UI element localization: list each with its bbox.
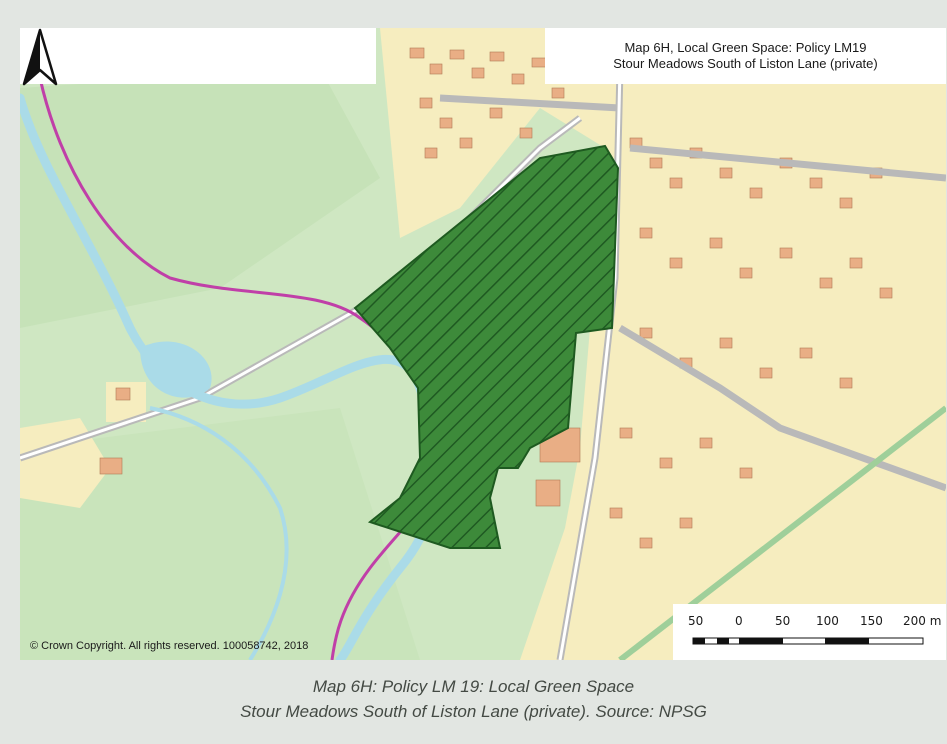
- hamlet-area: [20, 418, 110, 508]
- local-green-space-area[interactable]: [353, 144, 620, 549]
- buildings: [99, 47, 893, 549]
- scale-bar: 50 0 50 100 150 200 m: [673, 604, 946, 660]
- caption-line-2: Stour Meadows South of Liston Lane (priv…: [240, 702, 707, 721]
- scale-label: 50: [775, 614, 791, 628]
- blank-label-box: [20, 28, 376, 84]
- stream: [149, 406, 289, 660]
- field-area: [20, 68, 380, 328]
- map-title-box: Map 6H, Local Green Space: Policy LM19 S…: [545, 28, 946, 84]
- map-canvas: [20, 28, 946, 660]
- lake: [140, 341, 212, 398]
- scale-label: 150: [860, 614, 883, 628]
- scale-label: 100: [816, 614, 839, 628]
- town-area: [380, 28, 946, 660]
- caption-line-1: Map 6H: Policy LM 19: Local Green Space: [312, 677, 635, 696]
- copyright-notice: © Crown Copyright. All rights reserved. …: [30, 640, 309, 652]
- scale-label: 200 m: [903, 614, 942, 628]
- map-title-line-2: Stour Meadows South of Liston Lane (priv…: [613, 56, 878, 71]
- north-arrow-icon: [22, 28, 58, 86]
- map-view[interactable]: Map 6H, Local Green Space: Policy LM19 S…: [20, 28, 946, 660]
- figure-caption: Map 6H: Policy LM 19: Local Green Space …: [0, 674, 947, 724]
- scale-bar-graphic: [692, 637, 924, 645]
- scale-label: 50: [688, 614, 704, 628]
- river-stour: [20, 93, 441, 660]
- scale-label: 0: [735, 614, 743, 628]
- map-title-line-1: Map 6H, Local Green Space: Policy LM19: [624, 40, 867, 55]
